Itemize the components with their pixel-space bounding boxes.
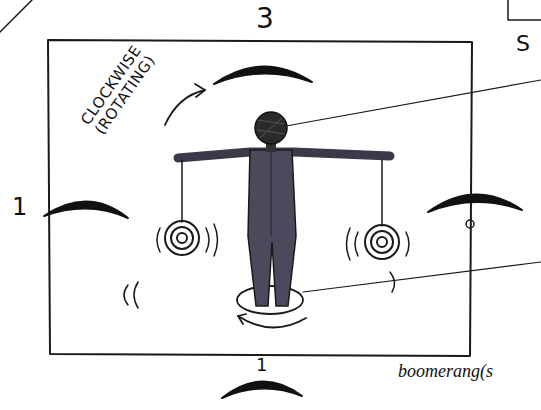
boomerang: [222, 381, 302, 398]
suit-line: [271, 150, 272, 236]
rotation-note: CLOCKWISE (ROTATING): [72, 35, 163, 146]
suit: [248, 150, 296, 306]
spin-arrow: [238, 316, 306, 328]
motion-marks: [157, 228, 160, 252]
part-label: S: [516, 32, 530, 56]
motion-marks: [124, 282, 138, 308]
leader-line: [303, 262, 541, 292]
callout-number: 1: [12, 194, 27, 220]
head-scribble: [257, 118, 285, 138]
string: [181, 160, 183, 222]
arrow-head: [195, 84, 205, 97]
boomerang: [44, 201, 128, 218]
leader-line: [286, 80, 541, 126]
callout-number: 1: [256, 355, 267, 375]
man-figure: [248, 112, 296, 306]
motion-marks: [406, 232, 409, 256]
arrow-head: [238, 314, 246, 324]
boomerang: [214, 66, 312, 84]
part-label: boomerang(s: [398, 362, 493, 382]
motion-marks: [206, 224, 218, 256]
disc: [165, 221, 199, 255]
disc: [177, 233, 187, 243]
motion-marks: [347, 228, 359, 260]
corner-box: [508, 0, 541, 20]
disc: [371, 231, 393, 253]
callout-number: 3: [256, 4, 274, 35]
disc: [365, 225, 399, 259]
disc: [171, 227, 193, 249]
corner-line: [0, 0, 32, 32]
boomerang: [428, 194, 522, 212]
disc: [377, 237, 387, 247]
string: [381, 160, 383, 226]
motion-marks: [390, 272, 395, 292]
small-circle: [466, 220, 474, 228]
head: [255, 112, 287, 144]
feet-oval: [237, 286, 303, 314]
sketch-lines: [0, 0, 541, 356]
